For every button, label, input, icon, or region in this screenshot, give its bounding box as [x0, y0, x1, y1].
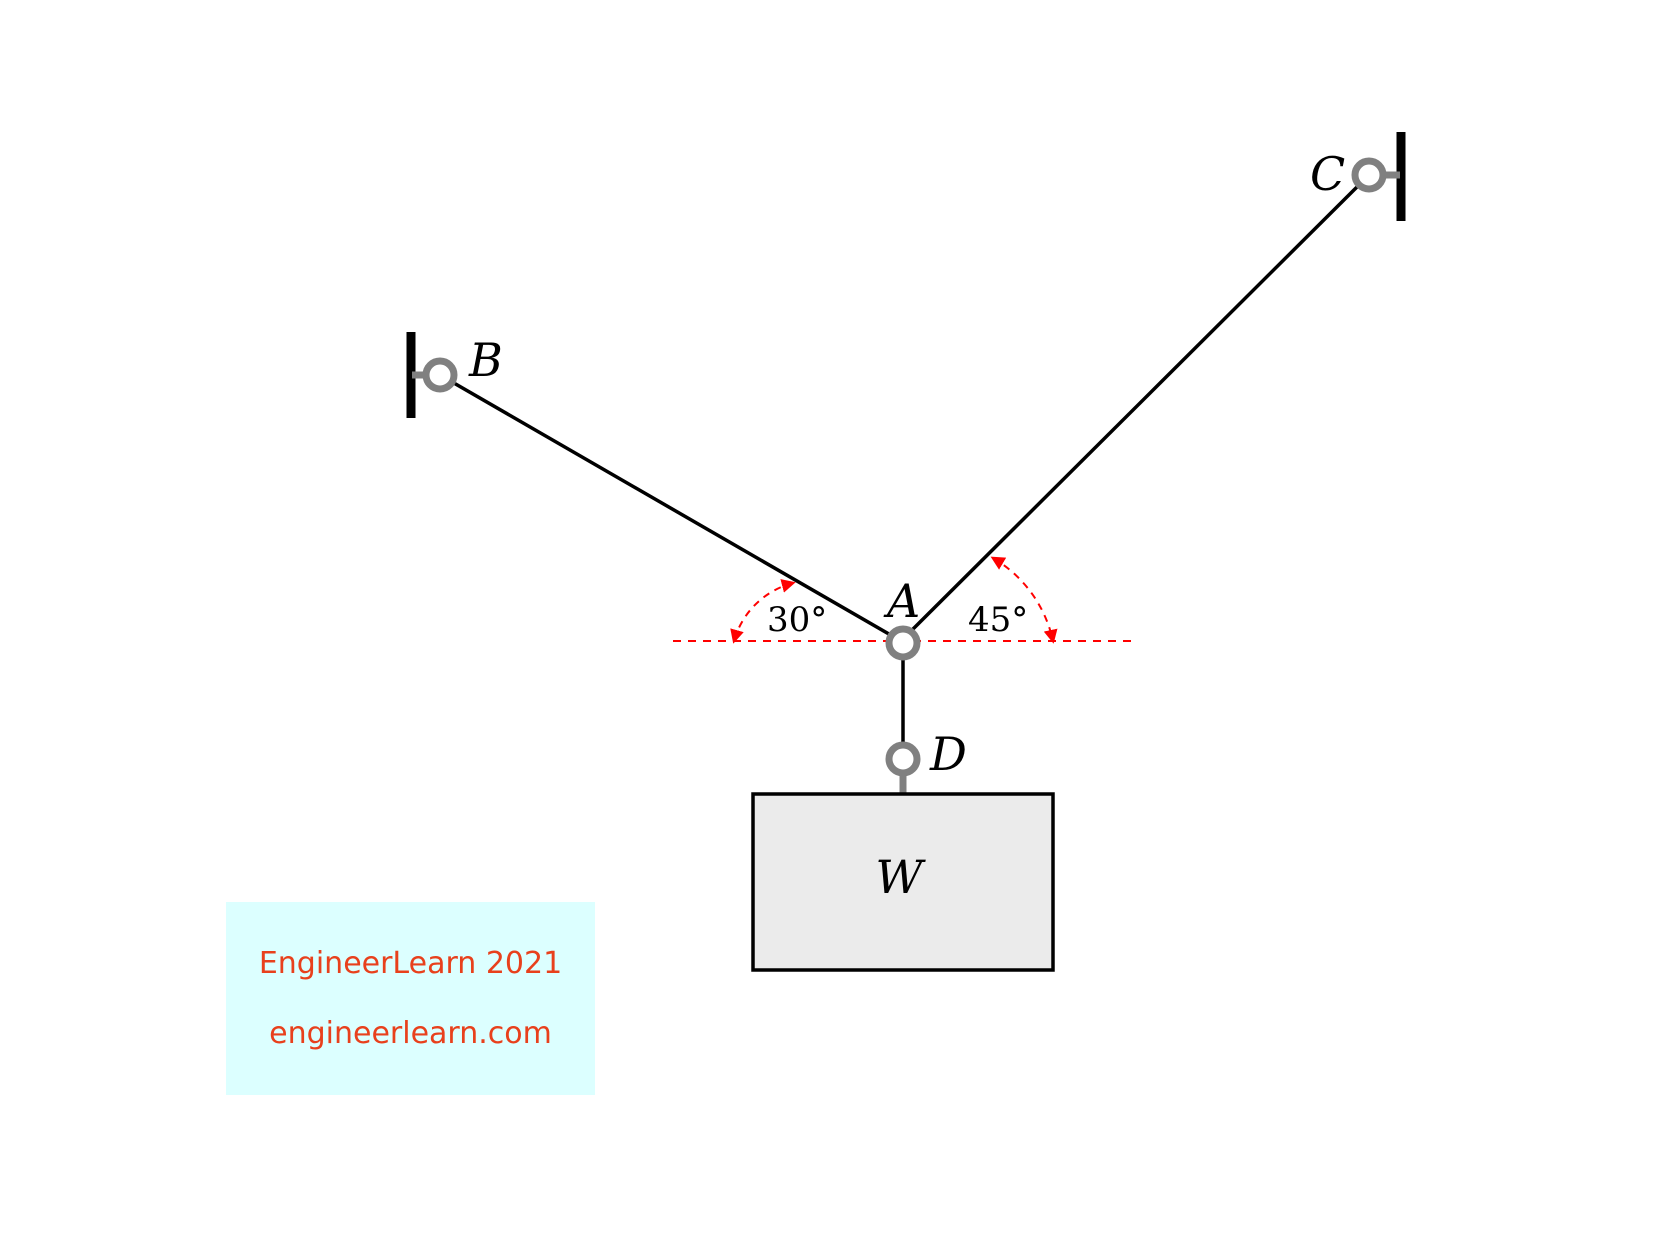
weight-label: W [875, 850, 926, 904]
angle-arc-right [990, 556, 1058, 644]
cable-ac [899, 173, 1371, 643]
label-d: D [929, 727, 967, 781]
weight-block [751, 792, 1055, 972]
pin-c [1351, 157, 1387, 193]
pin-a [885, 625, 921, 661]
label-a: A [883, 574, 920, 628]
pin-b [422, 357, 458, 393]
angle-arc-left [730, 579, 796, 644]
cable-ab [439, 373, 902, 643]
watermark-title: EngineerLearn 2021 [258, 945, 563, 981]
label-b: B [468, 333, 503, 387]
angle-label-right: 45° [968, 600, 1028, 640]
pin-d [885, 741, 921, 777]
watermark-url: engineerlearn.com [269, 1015, 552, 1051]
watermark-box: EngineerLearn 2021 engineerlearn.com [226, 902, 595, 1095]
label-c: C [1310, 147, 1345, 201]
angle-label-left: 30° [767, 600, 827, 640]
